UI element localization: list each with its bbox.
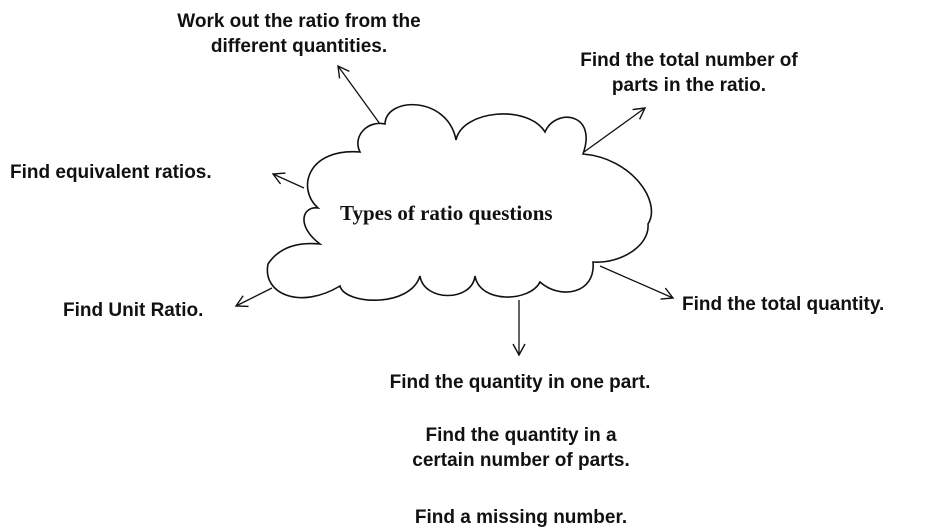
arrow-to-equivalent	[271, 172, 305, 189]
label-work-out-ratio-line-1: Work out the ratio from the	[177, 11, 421, 32]
arrow-to-total-quantity	[599, 265, 675, 300]
arrow-to-work-out-ratio	[337, 64, 381, 125]
label-work-out-ratio-line-2: different quantities.	[210, 36, 388, 57]
label-total-quantity: Find the total quantity.	[682, 294, 885, 315]
label-total-parts-line-2: parts in the ratio.	[611, 75, 767, 96]
label-work-out-ratio: Work out the ratio from the different qu…	[161, 9, 437, 59]
arrow-to-total-parts	[583, 107, 647, 153]
diagram-center-title: Types of ratio questions	[340, 201, 553, 225]
label-one-part: Find the quantity in one part.	[389, 372, 651, 393]
cloud-shape	[266, 103, 653, 302]
label-equivalent-ratios: Find equivalent ratios.	[10, 162, 212, 183]
label-total-parts: Find the total number of parts in the ra…	[549, 48, 829, 98]
label-certain-parts: Find the quantity in a certain number of…	[383, 423, 659, 473]
label-total-parts-line-1: Find the total number of	[580, 50, 798, 71]
label-certain-parts-line-1: Find the quantity in a	[425, 425, 617, 446]
label-certain-parts-line-2: certain number of parts.	[412, 450, 630, 471]
arrow-to-unit-ratio	[234, 287, 273, 308]
label-unit-ratio: Find Unit Ratio.	[63, 300, 204, 321]
label-missing-number: Find a missing number.	[414, 507, 628, 528]
